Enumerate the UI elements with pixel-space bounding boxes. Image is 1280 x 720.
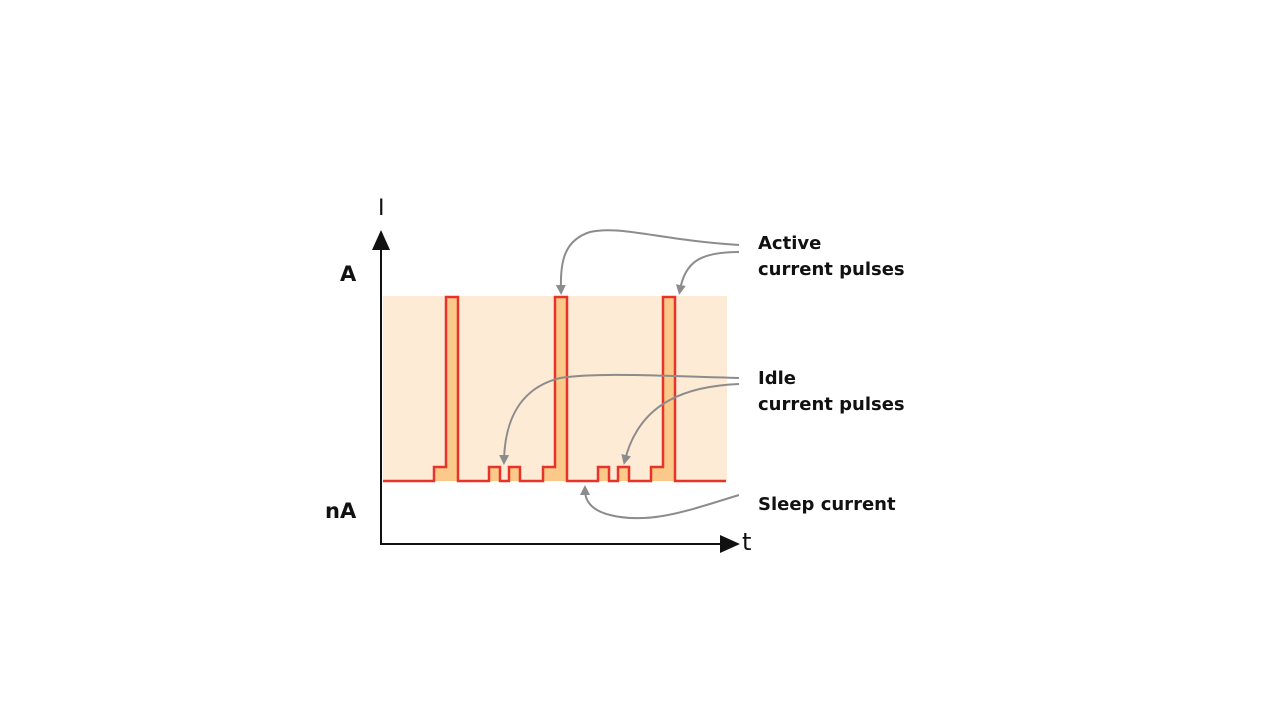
y-axis-label: I <box>378 196 385 221</box>
x-axis-arrow-icon <box>720 535 740 553</box>
idle-pulses-label: Idle current pulses <box>758 366 905 418</box>
idle-arrow-2 <box>621 383 740 465</box>
x-axis-label: t <box>742 528 752 556</box>
sleep-current-label: Sleep current <box>758 494 896 515</box>
active-label-line2: current pulses <box>758 259 905 280</box>
y-low-label: nA <box>325 499 357 523</box>
sleep-arrow <box>580 485 740 520</box>
active-arrow-2 <box>675 251 740 295</box>
y-axis-arrow-icon <box>372 230 390 250</box>
idle-arrow-1 <box>499 373 740 465</box>
active-arrow-1 <box>555 229 740 295</box>
active-pulses-label: Active current pulses <box>758 231 905 283</box>
idle-label-line1: Idle <box>758 368 796 389</box>
idle-label-line2: current pulses <box>758 394 905 415</box>
y-high-label: A <box>340 262 357 286</box>
active-label-line1: Active <box>758 233 822 254</box>
current-signal-line <box>383 295 726 483</box>
